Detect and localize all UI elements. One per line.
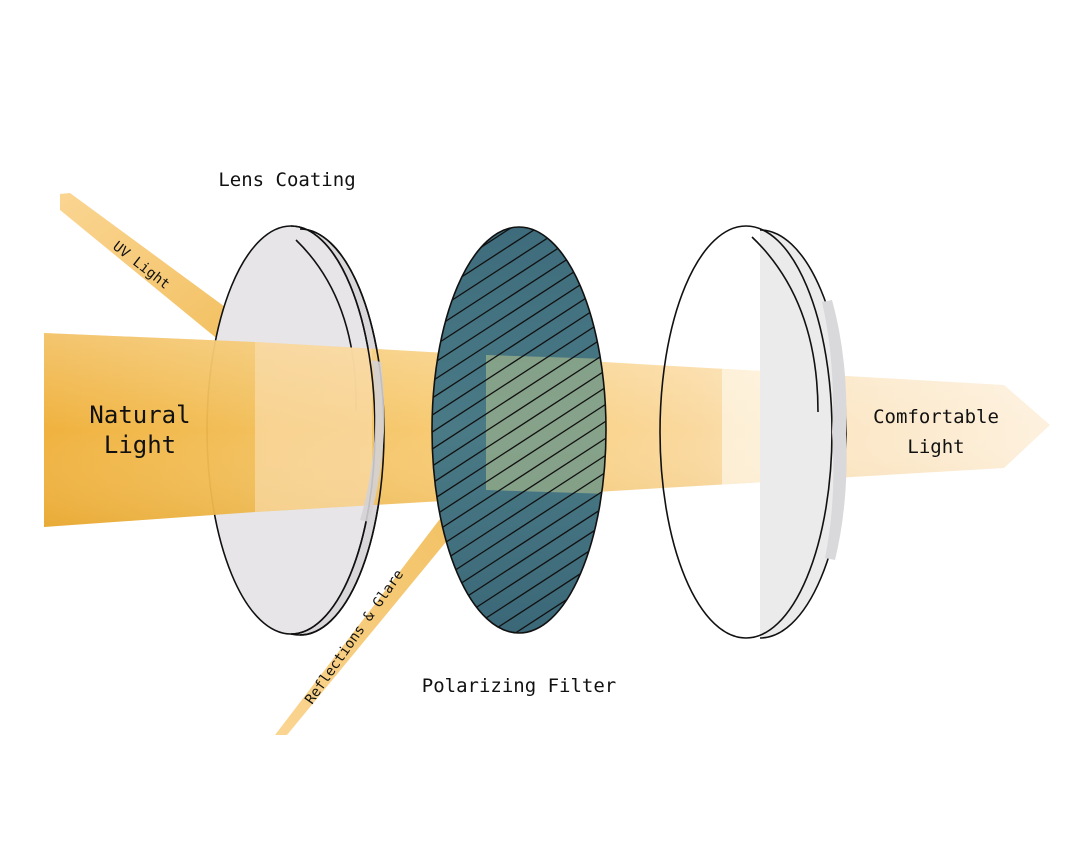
hatch-line <box>432 326 606 458</box>
hatch-line <box>432 632 606 633</box>
hatch-line <box>432 411 606 543</box>
hatch-line <box>432 292 606 424</box>
hatch-line <box>420 650 620 780</box>
hatch-line <box>420 0 620 83</box>
hatch-line <box>432 227 606 237</box>
hatch-line <box>420 72 620 202</box>
hatch-line <box>432 394 606 526</box>
hatch-line <box>420 0 620 100</box>
natural-light-label-line2: Light <box>104 431 176 459</box>
lens-coating-label: Lens Coating <box>218 169 355 191</box>
hatch-line <box>432 445 606 577</box>
hatch-line <box>420 0 620 32</box>
comfortable-light-label-line2: Light <box>907 436 964 458</box>
hatch-line <box>420 55 620 185</box>
hatch-line <box>432 343 606 475</box>
hatch-line <box>432 309 606 441</box>
hatch-line <box>432 377 606 509</box>
reflections-glare-ray <box>275 490 478 735</box>
hatch-line <box>420 0 620 49</box>
hatch-line <box>420 0 620 66</box>
hatch-line <box>420 21 620 151</box>
hatch-line <box>420 89 620 219</box>
clear-lens-disc <box>659 225 847 639</box>
hatch-line <box>420 38 620 168</box>
lens-coating-rim <box>290 225 385 636</box>
natural-light-label-line1: Natural <box>89 401 190 429</box>
hatch-line <box>420 0 620 117</box>
comfortable-light-label-line1: Comfortable <box>873 406 999 428</box>
uv-light-ray <box>60 193 270 346</box>
hatch-line <box>432 360 606 492</box>
hatch-line <box>420 4 620 134</box>
polarizing-filter-label: Polarizing Filter <box>422 675 616 697</box>
hatch-line <box>432 227 606 322</box>
hatch-line <box>432 428 606 560</box>
hatch-line <box>432 530 606 633</box>
